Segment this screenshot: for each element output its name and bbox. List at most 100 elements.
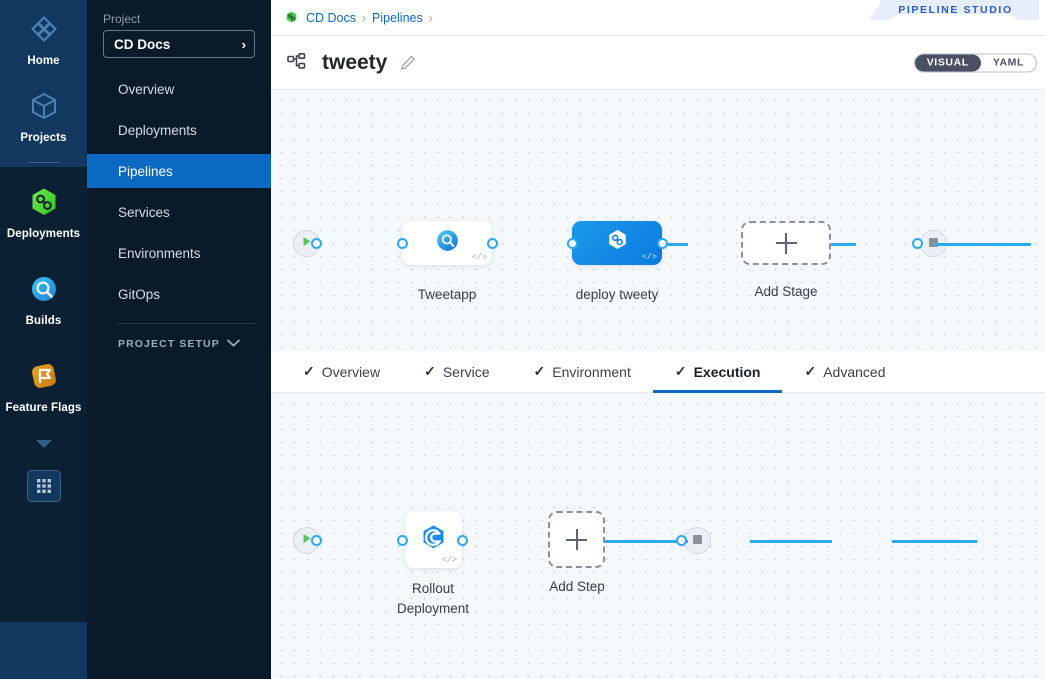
- stage-end-port[interactable]: [912, 238, 923, 249]
- breadcrumb-bar: CD Docs › Pipelines › PIPELINE STUDIO: [271, 0, 1045, 36]
- edge-start-to-rollout: [603, 540, 688, 543]
- tab-execution[interactable]: ✓ Execution: [652, 351, 783, 393]
- step-node-rollout-label-line1: Rollout: [411, 581, 455, 596]
- step-start-port[interactable]: [311, 535, 322, 546]
- rail-label-builds: Builds: [25, 315, 62, 327]
- sidebar-divider: [118, 323, 255, 324]
- code-yaml-icon[interactable]: </>: [441, 555, 457, 565]
- rail-item-builds[interactable]: Builds: [0, 256, 87, 343]
- execution-step-canvas[interactable]: </> Rollout Deployment Add Step: [271, 393, 1045, 679]
- add-stage-label: Add Stage: [754, 284, 818, 299]
- add-step-node[interactable]: [548, 511, 605, 568]
- pipeline-flow-icon: [287, 52, 311, 73]
- step-node-rollout-in-port[interactable]: [397, 535, 408, 546]
- pencil-edit-icon[interactable]: [400, 55, 416, 71]
- rail-upper-background: [0, 0, 87, 193]
- step-node-rollout-label: Rollout Deployment: [353, 579, 513, 618]
- sidebar-project-setup[interactable]: PROJECT SETUP: [87, 324, 271, 350]
- step-node-rollout-out-port[interactable]: [457, 535, 468, 546]
- stage-node-deploy-out-port[interactable]: [657, 238, 668, 249]
- stage-node-deploy-in-port[interactable]: [567, 238, 578, 249]
- tab-label: Overview: [321, 363, 381, 380]
- code-yaml-icon[interactable]: </>: [641, 252, 657, 262]
- pipeline-title-bar: tweety VISUAL YAML: [271, 36, 1045, 90]
- project-selector[interactable]: CD Docs ›: [103, 30, 255, 58]
- sidebar-item-services[interactable]: Services: [87, 195, 271, 229]
- sidebar-item-environments[interactable]: Environments: [87, 236, 271, 270]
- stage-node-tweetapp-label: Tweetapp: [417, 287, 477, 302]
- project-sidebar: Project CD Docs › Overview Deployments P…: [87, 0, 271, 679]
- stage-canvas[interactable]: </> Tweetapp </>: [271, 90, 1045, 351]
- stop-square-icon: [692, 532, 703, 550]
- page-title: tweety: [322, 50, 388, 74]
- stage-start-port[interactable]: [311, 238, 322, 249]
- breadcrumb-pipelines[interactable]: Pipelines: [372, 10, 423, 25]
- tab-advanced[interactable]: ✓ Advanced: [782, 351, 907, 392]
- home-clover-icon: [0, 12, 87, 50]
- breadcrumb-cd-docs[interactable]: CD Docs: [306, 10, 357, 25]
- app-grid-icon[interactable]: [26, 470, 61, 502]
- sidebar-item-label: Deployments: [118, 122, 197, 138]
- toggle-option-yaml[interactable]: YAML: [992, 56, 1024, 69]
- step-end-port[interactable]: [676, 535, 687, 546]
- play-icon: [300, 235, 313, 253]
- stage-node-tweetapp-in-port[interactable]: [397, 238, 408, 249]
- sidebar-item-pipelines[interactable]: Pipelines: [87, 154, 271, 188]
- rail-item-feature-flags[interactable]: Feature Flags: [0, 343, 87, 424]
- edge-deploy-to-addstage: [936, 243, 1031, 246]
- stop-square-icon: [928, 235, 939, 253]
- edge-addstep-to-end: [892, 540, 977, 543]
- rail-label-home: Home: [27, 55, 60, 67]
- check-icon: ✓: [533, 363, 546, 379]
- chevron-down-icon: [227, 338, 240, 350]
- step-end-node[interactable]: [684, 527, 711, 554]
- toggle-option-visual[interactable]: VISUAL: [914, 54, 981, 71]
- sidebar-item-overview[interactable]: Overview: [87, 72, 271, 106]
- rail-divider: [26, 162, 61, 163]
- tab-label: Advanced: [823, 363, 886, 380]
- harness-cd-hex-icon: [604, 227, 631, 259]
- add-stage-node[interactable]: [741, 221, 831, 265]
- sidebar-item-label: Services: [118, 204, 170, 220]
- sidebar-items: Overview Deployments Pipelines Services …: [87, 72, 271, 311]
- tab-overview[interactable]: ✓ Overview: [281, 351, 402, 392]
- feature-flag-icon: [0, 359, 87, 397]
- step-node-rollout-deployment[interactable]: </>: [405, 511, 462, 568]
- stage-node-tweetapp-out-port[interactable]: [487, 238, 498, 249]
- sidebar-item-gitops[interactable]: GitOps: [87, 277, 271, 311]
- stage-node-deploy-tweety[interactable]: </>: [572, 221, 662, 265]
- ci-build-icon: [434, 227, 461, 259]
- tab-service[interactable]: ✓ Service: [402, 351, 511, 392]
- rail-item-projects[interactable]: Projects: [0, 77, 87, 154]
- rail-label-projects: Projects: [20, 132, 67, 144]
- harness-cd-hex-icon: [0, 185, 87, 223]
- main-content: CD Docs › Pipelines › PIPELINE STUDIO: [271, 0, 1045, 679]
- rail-item-deployments[interactable]: Deployments: [0, 167, 87, 256]
- code-yaml-icon[interactable]: </>: [471, 252, 487, 262]
- breadcrumb-separator: ›: [428, 10, 433, 25]
- harness-cd-hex-green-icon: [284, 10, 299, 25]
- check-icon: ✓: [303, 363, 315, 379]
- ci-build-icon: [0, 272, 87, 310]
- sidebar-item-deployments[interactable]: Deployments: [87, 113, 271, 147]
- primary-nav-rail: Home Projects: [0, 0, 87, 679]
- stage-node-deploy-tweety-label: deploy tweety: [575, 287, 659, 302]
- add-step-label: Add Step: [549, 579, 605, 594]
- tab-label: Service: [442, 363, 490, 380]
- pipeline-studio-badge: PIPELINE STUDIO: [869, 0, 1039, 20]
- tab-environment[interactable]: ✓ Environment: [512, 351, 653, 392]
- step-start-node[interactable]: [293, 527, 320, 554]
- tab-label: Environment: [552, 363, 631, 380]
- rail-item-home[interactable]: Home: [0, 0, 87, 77]
- caret-down-icon[interactable]: [33, 436, 55, 454]
- plus-icon: [775, 232, 797, 254]
- project-selector-name: CD Docs: [114, 36, 171, 52]
- check-icon: ✓: [424, 363, 436, 379]
- stage-node-tweetapp[interactable]: </>: [402, 221, 492, 265]
- rollout-deployment-icon: [419, 523, 448, 557]
- view-mode-toggle[interactable]: VISUAL YAML: [913, 53, 1037, 72]
- check-icon: ✓: [674, 363, 687, 379]
- sidebar-item-label: Overview: [118, 81, 175, 97]
- stage-config-tabs: ✓ Overview ✓ Service ✓ Environment ✓ Exe…: [271, 351, 1045, 393]
